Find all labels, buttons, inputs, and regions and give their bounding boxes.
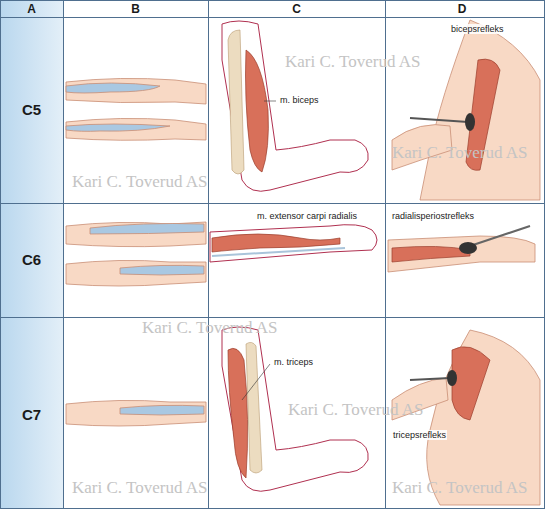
- column-header: A: [0, 2, 63, 16]
- segment-label: C6: [0, 251, 63, 268]
- watermark: Kari C. Toverud AS: [72, 172, 207, 192]
- reflex-label: radialisperiostrefleks: [391, 211, 475, 221]
- watermark: Kari C. Toverud AS: [288, 400, 423, 420]
- muscle-label: m. biceps: [279, 95, 320, 105]
- muscle-label: m. extensor carpi radialis: [256, 211, 358, 221]
- watermark: Kari C. Toverud AS: [142, 318, 277, 338]
- watermark: Kari C. Toverud AS: [72, 478, 207, 498]
- column-header: D: [382, 2, 542, 16]
- segment-label: C7: [0, 406, 63, 423]
- watermark: Kari C. Toverud AS: [285, 52, 420, 72]
- column-header: B: [63, 2, 208, 16]
- watermark: Kari C. Toverud AS: [392, 478, 527, 498]
- column-header: C: [208, 2, 385, 16]
- watermark: Kari C. Toverud AS: [392, 143, 527, 163]
- reflex-label: bicepsrefleks: [450, 24, 505, 34]
- reflex-label: tricepsrefleks: [392, 430, 447, 440]
- segment-label: C5: [0, 101, 63, 118]
- muscle-label: m. triceps: [273, 357, 314, 367]
